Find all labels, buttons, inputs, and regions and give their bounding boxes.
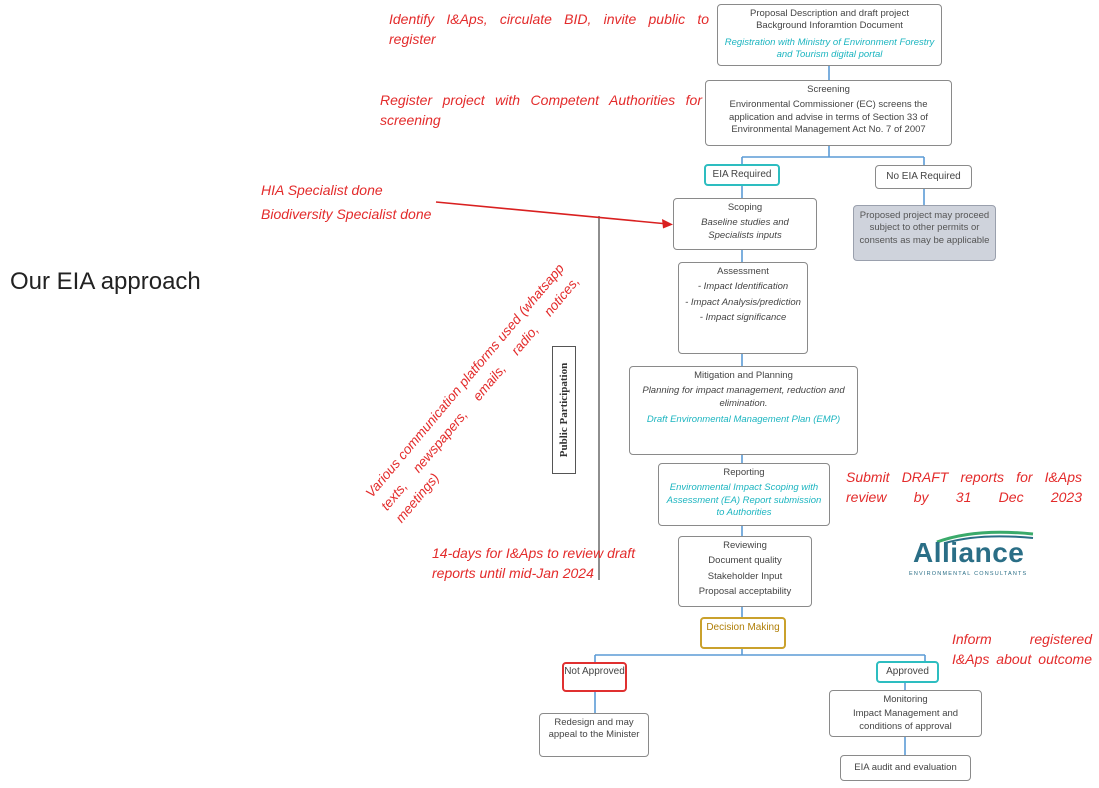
annotation-biodiversity: Biodiversity Specialist done [261,206,432,222]
logo-swoosh-icon [936,530,1034,544]
reporting-note: Environmental Impact Scoping with Assess… [666,482,822,519]
decision-label: Decision Making [706,622,780,633]
not-approved-label: Not Approved [564,666,625,677]
approved-label: Approved [886,666,929,677]
audit-box: EIA audit and evaluation [840,755,971,781]
annotation-review-days: 14-days for I&Aps to review draft report… [432,545,636,582]
slide-title: Our EIA approach [10,268,201,295]
screening-body: Environmental Commissioner (EC) screens … [728,99,929,136]
no-eia-required-tag: No EIA Required [875,165,972,189]
assessment-box: Assessment - Impact Identification - Imp… [678,262,808,354]
logo-tagline: ENVIRONMENTAL CONSULTANTS [909,571,1028,577]
not-approved-tag: Not Approved [562,662,627,692]
reporting-box: Reporting Environmental Impact Scoping w… [658,463,830,526]
scoping-heading: Scoping [727,202,763,213]
reviewing-heading: Reviewing [723,540,767,551]
audit-text: EIA audit and evaluation [854,762,957,773]
scoping-box: Scoping Baseline studies and Specialists… [673,198,817,250]
proposal-line2: Background Inforamtion Document [756,20,903,32]
public-participation-label: Public Participation [552,346,576,474]
monitoring-heading: Monitoring [883,694,928,705]
decision-tag: Decision Making [700,617,786,649]
logo-wordmark: Alliance [913,537,1025,568]
assessment-item: - Impact Analysis/prediction [685,296,801,308]
proposal-box: Proposal Description and draft project B… [717,4,942,66]
screening-heading: Screening [807,84,850,95]
annotation-identify: Identify I&Aps, circulate BID, invite pu… [389,11,709,48]
annotation-register: Register project with Competent Authorit… [380,92,702,129]
reviewing-box: Reviewing Document quality Stakeholder I… [678,536,812,607]
annotation-submit: Submit DRAFT reports for I&Aps review by… [846,469,1082,506]
alliance-logo: Alliance ENVIRONMENTAL CONSULTANTS [909,530,1041,580]
assessment-item: - Impact Identification [697,281,789,293]
monitoring-box: Monitoring Impact Management and conditi… [829,690,982,737]
redesign-box: Redesign and may appeal to the Minister [539,713,649,757]
approved-tag: Approved [876,661,939,683]
mitigation-box: Mitigation and Planning Planning for imp… [629,366,858,455]
scoping-body: Baseline studies and Specialists inputs [701,217,789,241]
mitigation-note: Draft Environmental Management Plan (EMP… [646,414,841,426]
screening-box: Screening Environmental Commissioner (EC… [705,80,952,146]
proposal-note: Registration with Ministry of Environmen… [724,36,935,61]
eia-required-label: EIA Required [712,169,772,180]
annotation-hia: HIA Specialist done [261,182,383,198]
eia-required-tag: EIA Required [704,164,780,186]
reporting-heading: Reporting [723,467,765,478]
reviewing-item: Stakeholder Input [707,570,783,582]
reviewing-item: Document quality [708,555,782,567]
mitigation-body: Planning for impact management, reductio… [642,385,845,409]
public-participation-text: Public Participation [558,362,570,458]
no-eia-note-box: Proposed project may proceed subject to … [853,205,996,261]
assessment-heading: Assessment [717,266,769,277]
annotation-inform: Inform registered I&Aps about outcome [952,631,1092,668]
monitoring-body: Impact Management and conditions of appr… [852,708,959,732]
proposal-line1: Proposal Description and draft project [750,8,909,19]
no-eia-required-label: No EIA Required [886,171,961,182]
reviewing-item: Proposal acceptability [698,586,792,598]
no-eia-note: Proposed project may proceed subject to … [859,210,990,246]
redesign-text: Redesign and may appeal to the Minister [548,717,640,741]
assessment-item: - Impact significance [699,312,787,324]
mitigation-heading: Mitigation and Planning [694,370,793,381]
